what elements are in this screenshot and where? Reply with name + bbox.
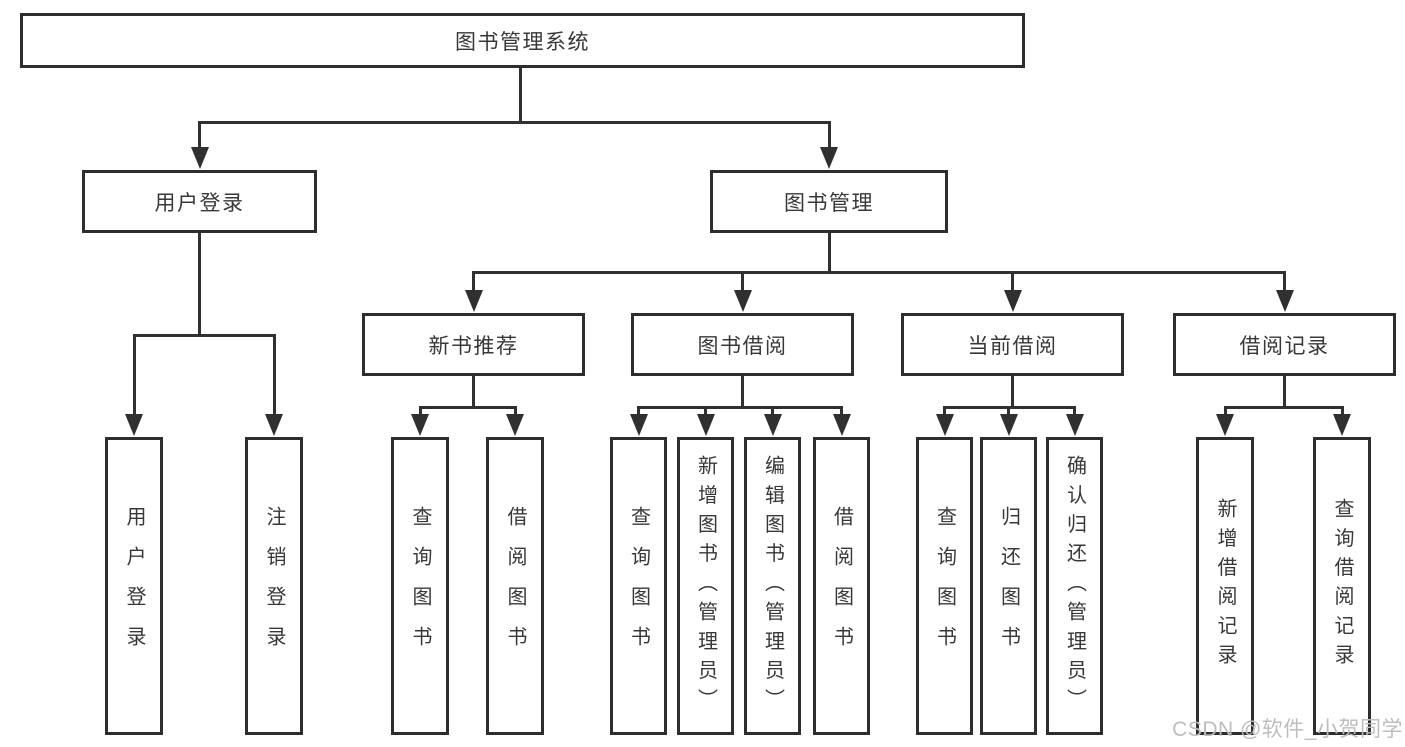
connector-vline	[198, 232, 201, 336]
arrow-down-icon	[832, 414, 851, 436]
connector-vline	[741, 375, 744, 408]
arrow-down-icon	[1333, 414, 1351, 436]
connector-vline	[513, 406, 517, 420]
node-new-book-recommend: 新书推荐	[362, 313, 585, 376]
leaf-edit-books-admin-label: 编辑图书（管理员）	[761, 454, 784, 718]
connector-vline	[1073, 406, 1076, 420]
leaf-query-books-current: 查询图书	[916, 437, 973, 735]
connector-vline	[771, 406, 774, 420]
node-new-book-recommend-label: 新书推荐	[428, 334, 519, 358]
node-book-borrow-label: 图书借阅	[697, 334, 788, 358]
arrow-down-icon	[125, 414, 143, 436]
node-book-mgmt: 图书管理	[710, 170, 948, 233]
connector-vline	[1283, 271, 1286, 295]
arrow-down-icon	[629, 414, 648, 436]
arrow-down-icon	[733, 290, 752, 312]
connector-vline	[943, 406, 946, 420]
leaf-confirm-return-admin-label: 确认归还（管理员）	[1063, 454, 1086, 718]
connector-vline	[840, 406, 843, 420]
arrow-down-icon	[696, 414, 715, 436]
connector-vline	[637, 406, 640, 420]
leaf-logout: 注销登录	[245, 437, 303, 735]
connector-vline	[704, 406, 707, 420]
connector-vline	[272, 334, 276, 418]
arrow-down-icon	[506, 414, 524, 436]
leaf-add-books-admin: 新增图书（管理员）	[677, 437, 734, 735]
connector-vline	[827, 121, 831, 152]
connector-vline	[518, 68, 522, 123]
arrow-down-icon	[411, 414, 429, 436]
node-book-borrow: 图书借阅	[631, 313, 854, 376]
arrow-down-icon	[1003, 290, 1022, 312]
connector-vline	[741, 271, 744, 295]
leaf-query-borrow-record: 查询借阅记录	[1313, 437, 1371, 735]
node-current-borrow-label: 当前借阅	[967, 334, 1058, 358]
csdn-watermark: CSDN @软件_小贺同学	[1172, 718, 1403, 741]
connector-hline	[637, 406, 843, 409]
leaf-edit-books-admin: 编辑图书（管理员）	[744, 437, 801, 735]
node-user-login-label: 用户登录	[154, 191, 245, 215]
leaf-query-books-recommend-label: 查询图书	[409, 506, 431, 666]
leaf-add-borrow-record-label: 新增借阅记录	[1214, 498, 1236, 674]
arrow-down-icon	[763, 414, 782, 436]
arrow-down-icon	[1275, 290, 1294, 312]
leaf-borrow-books: 借阅图书	[813, 437, 870, 735]
leaf-query-borrow-record-label: 查询借阅记录	[1331, 498, 1353, 674]
connector-vline	[1011, 375, 1014, 408]
leaf-query-books-current-label: 查询图书	[933, 506, 956, 666]
arrow-down-icon	[935, 414, 954, 436]
leaf-add-borrow-record: 新增借阅记录	[1196, 437, 1254, 735]
connector-hline	[198, 121, 831, 124]
arrow-down-icon	[190, 147, 209, 169]
leaf-borrow-books-recommend-label: 借阅图书	[504, 506, 526, 666]
connector-vline	[472, 375, 475, 408]
arrow-down-icon	[999, 414, 1018, 436]
leaf-add-books-admin-label: 新增图书（管理员）	[694, 454, 717, 718]
leaf-logout-label: 注销登录	[263, 506, 285, 666]
arrow-down-icon	[1216, 414, 1234, 436]
connector-hline	[132, 334, 276, 337]
leaf-return-books-label: 归还图书	[997, 506, 1020, 666]
node-root-label: 图书管理系统	[455, 30, 590, 54]
node-borrow-records-label: 借阅记录	[1239, 334, 1330, 358]
arrow-down-icon	[820, 147, 838, 169]
arrow-down-icon	[265, 414, 283, 436]
node-user-login: 用户登录	[82, 170, 317, 233]
arrow-down-icon	[464, 290, 483, 312]
connector-vline	[198, 121, 201, 152]
leaf-confirm-return-admin: 确认归还（管理员）	[1046, 437, 1103, 735]
connector-vline	[1007, 406, 1010, 420]
arrow-down-icon	[1065, 414, 1084, 436]
connector-vline	[132, 334, 136, 418]
leaf-borrow-books-label: 借阅图书	[830, 506, 853, 666]
leaf-user-login: 用户登录	[105, 437, 163, 735]
leaf-query-books-borrow-label: 查询图书	[627, 506, 650, 666]
connector-vline	[1283, 375, 1286, 408]
connector-vline	[418, 406, 422, 420]
connector-vline	[827, 232, 831, 274]
leaf-return-books: 归还图书	[980, 437, 1037, 735]
leaf-user-login-label: 用户登录	[123, 506, 145, 666]
node-book-mgmt-label: 图书管理	[784, 191, 874, 215]
connector-hline	[472, 271, 1286, 274]
connector-vline	[472, 271, 475, 295]
node-current-borrow: 当前借阅	[901, 313, 1124, 376]
leaf-query-books-recommend: 查询图书	[391, 437, 449, 735]
node-root: 图书管理系统	[20, 13, 1025, 68]
connector-vline	[1223, 406, 1227, 420]
node-borrow-records: 借阅记录	[1173, 313, 1396, 376]
leaf-borrow-books-recommend: 借阅图书	[486, 437, 544, 735]
leaf-query-books-borrow: 查询图书	[610, 437, 667, 735]
connector-hline	[418, 406, 517, 409]
connector-vline	[1340, 406, 1344, 420]
connector-vline	[1011, 271, 1014, 295]
